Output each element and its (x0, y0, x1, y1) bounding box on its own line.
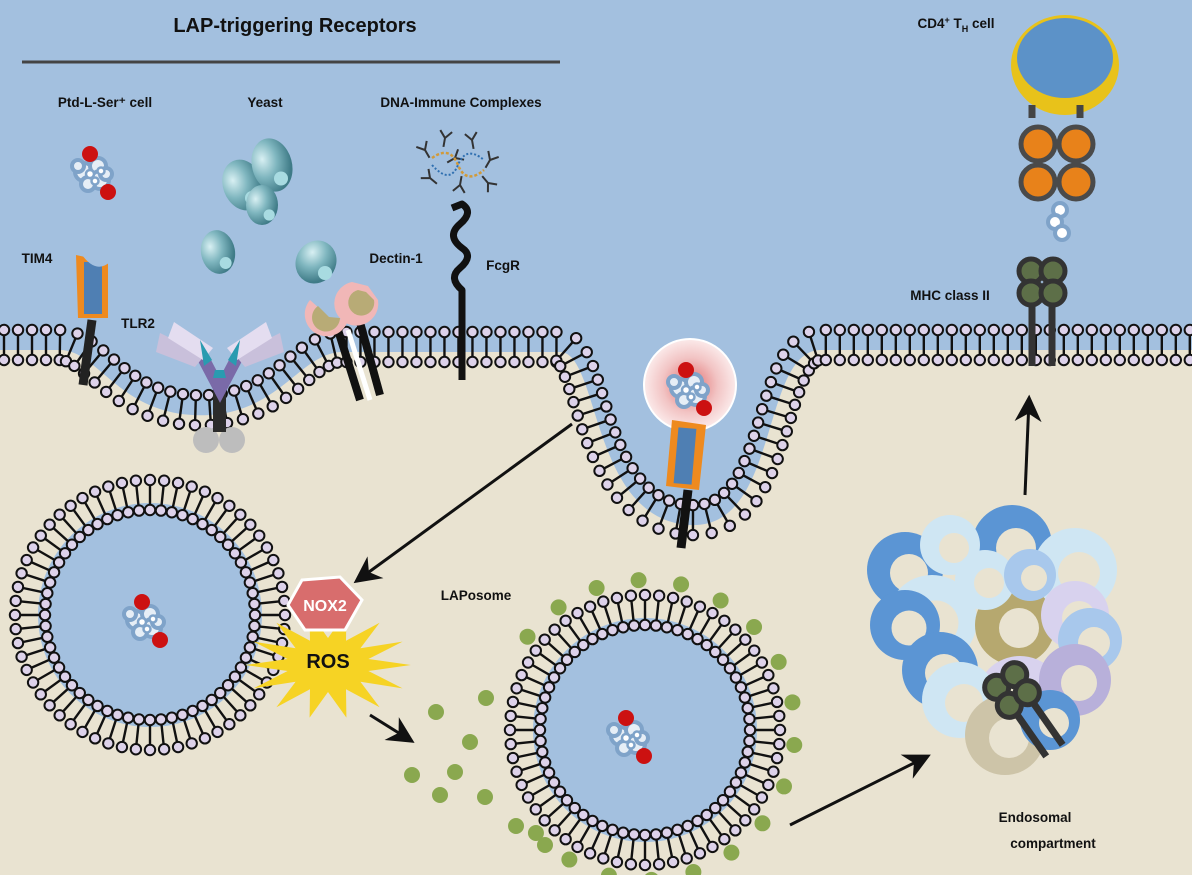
ros-burst: ROS (245, 612, 411, 718)
arrow-laposome-to-endosome (789, 754, 931, 827)
phagosome-cargo (122, 594, 168, 648)
label-yeast: Yeast (247, 95, 283, 110)
label-mhc-class-ii: MHC class II (910, 288, 990, 303)
arrow-endosome-to-surface (1014, 394, 1042, 496)
label-endosomal: Endosomal (999, 810, 1072, 825)
label-tim4: TIM4 (22, 251, 53, 266)
laposome-cargo (606, 710, 652, 764)
peptide-antigen (1046, 201, 1071, 242)
surface-mhc-ii (1016, 256, 1068, 366)
label-cd4-t-cell: CD4+ TH cell (917, 15, 994, 34)
tlr2-receptor (156, 322, 284, 453)
label-ptd-cell: Ptd-L-Ser⁺ cell (58, 95, 152, 110)
label-dectin1: Dectin-1 (369, 251, 423, 266)
laposome (503, 572, 803, 875)
diagram-title: LAP-triggering Receptors (173, 15, 416, 37)
fcgr-receptor (450, 200, 471, 380)
engulfed-apoptotic-cell (666, 362, 712, 416)
endosomal-mhc-ii (982, 660, 1066, 759)
dna-immune-complex (415, 129, 500, 194)
label-ros: ROS (306, 651, 349, 673)
label-compartment: compartment (1010, 836, 1096, 851)
tim4-receptor (76, 252, 110, 386)
yeast-cells (200, 138, 337, 284)
tcr-complex (1018, 105, 1096, 202)
dectin1-receptor (304, 282, 384, 402)
nox2-complex: NOX2 (286, 575, 364, 632)
lc3-dots (404, 690, 553, 853)
label-dna-immune-complexes: DNA-Immune Complexes (380, 95, 541, 110)
endosomal-compartment (867, 505, 1122, 775)
phagosome (8, 473, 292, 757)
phagocytic-cup (643, 338, 737, 549)
pathway-arrows (353, 394, 1042, 827)
label-fcgr: FcgR (486, 258, 520, 273)
arrow-cup-to-phagosome (353, 422, 573, 584)
laposome-lc3-coat (519, 572, 803, 875)
label-tlr2: TLR2 (121, 316, 155, 331)
label-nox2: NOX2 (303, 598, 347, 615)
cd4-t-cell (1011, 15, 1119, 115)
apoptotic-cell (70, 146, 116, 200)
ligand-group (70, 129, 500, 284)
label-laposome: LAPosome (441, 588, 512, 603)
receptor-group: TIM4 TLR2 Dectin-1 (22, 200, 520, 453)
cytoplasm (0, 350, 1192, 875)
arrow-ros-to-laposome (369, 713, 415, 743)
